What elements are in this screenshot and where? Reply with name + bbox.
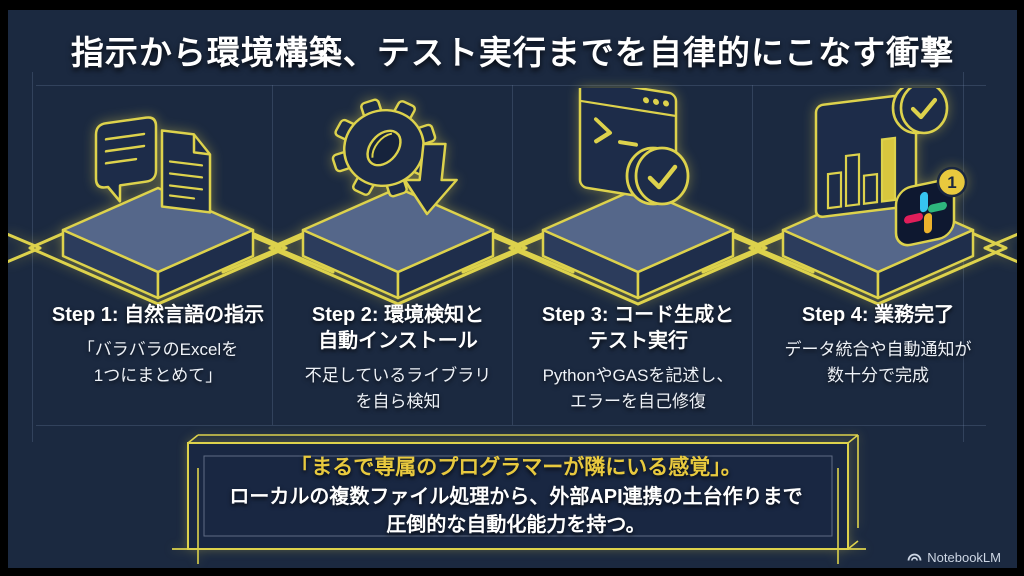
svg-text:1: 1 [947, 173, 956, 192]
step2-title: Step 2: 環境検知と 自動インストール [311, 304, 485, 352]
step2-platform [268, 98, 528, 306]
step1-title: Step 1: 自然言語の指示 [51, 304, 265, 326]
quote-highlight: 「まるで専属のプログラマーが隣にいる感覚」。 [290, 456, 742, 479]
step3-platform [508, 88, 768, 306]
step4-title: Step 4: 業務完了 [801, 304, 955, 326]
slide-title: 指示から環境構築、テスト実行までを自律的にこなす衝撃 [70, 34, 955, 71]
slack-app-icon [894, 179, 956, 247]
notebooklm-logo-icon [907, 553, 922, 561]
slide-stage: 指示から環境構築、テスト実行までを自律的にこなす衝撃 [8, 10, 1017, 568]
terminal-window-check-icon [578, 88, 690, 206]
step2-description: 不足しているライブラリ を自ら検知 [304, 366, 492, 411]
quote-box-frame [172, 434, 866, 564]
step4-description: データ統合や自動通知が 数十分で完成 [784, 340, 972, 385]
step4-platform: 1 [748, 88, 1008, 306]
speech-bubble-and-document-icon [94, 116, 212, 214]
step1-text-block: Step 1: 自然言語の指示 「バラバラのExcelを 1つにまとめて」 [38, 302, 278, 389]
notebooklm-label: NotebookLM [927, 550, 1001, 565]
quote-box: 「まるで専属のプログラマーが隣にいる感覚」。 ローカルの複数ファイル処理から、外… [188, 443, 844, 549]
notification-badge: 1 [936, 166, 968, 198]
step2-text-block: Step 2: 環境検知と 自動インストール 不足しているライブラリ を自ら検知 [278, 302, 518, 415]
process-diagram: 1 [8, 88, 1017, 306]
grid-line [36, 85, 986, 86]
step3-description: PythonやGASを記述し、 エラーを自己修復 [542, 366, 734, 411]
step3-title: Step 3: コード生成と テスト実行 [541, 304, 735, 352]
step3-text-block: Step 3: コード生成と テスト実行 PythonやGASを記述し、 エラー… [518, 302, 758, 415]
quote-body: ローカルの複数ファイル処理から、外部API連携の土台作りまで 圧倒的な自動化能力… [229, 486, 803, 536]
step1-description: 「バラバラのExcelを 1つにまとめて」 [77, 340, 239, 385]
dashboard-check-slack-icon: 1 [814, 88, 968, 247]
step4-text-block: Step 4: 業務完了 データ統合や自動通知が 数十分で完成 [758, 302, 998, 389]
grid-line [32, 72, 33, 442]
gear-download-icon [331, 98, 458, 216]
step1-platform [28, 116, 288, 306]
notebooklm-watermark: NotebookLM [907, 550, 1001, 565]
grid-line [36, 425, 986, 426]
